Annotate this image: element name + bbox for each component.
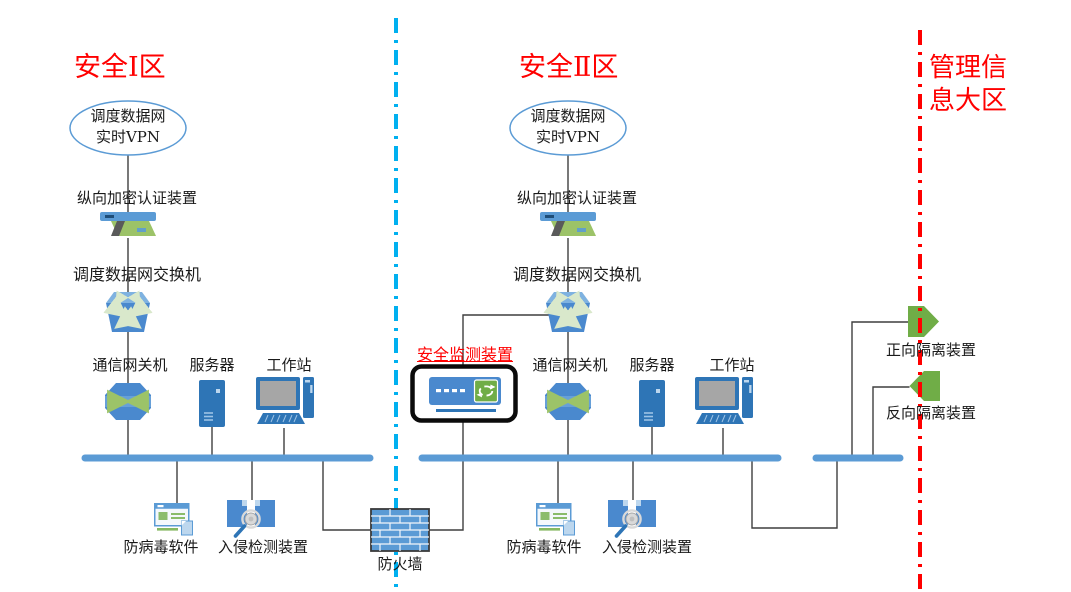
firewall-label: 防火墙	[377, 555, 423, 573]
antivirus-icon-zone2	[535, 502, 576, 536]
forward-isolation-label: 正向隔离装置	[885, 341, 976, 359]
zone1-title: 安全Ⅰ区	[74, 52, 166, 83]
workstation-icon-zone1	[255, 376, 315, 425]
zone2-workstation-label: 工作站	[709, 356, 755, 374]
antivirus-icon-zone1	[153, 502, 194, 536]
firewall-icon	[370, 508, 430, 552]
workstation-icon-zone2	[694, 376, 754, 425]
zone2-gateway-label: 通信网关机	[532, 356, 608, 374]
zone2-server-label: 服务器	[629, 356, 675, 374]
security-monitor-label: 安全监测装置	[416, 345, 513, 364]
zone1-ids-label: 入侵检测装置	[217, 538, 308, 556]
zone1-cloud-label: 调度数据网 实时VPN	[90, 107, 166, 146]
ids-icon-zone1	[225, 498, 277, 538]
zone3-title: 管理信息大区	[929, 53, 1008, 116]
switch-icon-zone2	[546, 292, 590, 332]
encryption-device-icon-zone2	[540, 212, 596, 236]
ids-icon-zone2	[606, 498, 658, 538]
vpn-cloud-zone2	[509, 100, 627, 156]
security-monitor-device	[410, 364, 518, 423]
zone1-workstation-label: 工作站	[266, 356, 312, 374]
reverse-isolation-icon	[909, 371, 940, 401]
connector-lines	[127, 155, 910, 531]
zone2-cloud-label: 调度数据网 实时VPN	[530, 107, 606, 146]
encryption-device-icon-zone1	[100, 212, 156, 236]
zone2-antivirus-label: 防病毒软件	[506, 538, 582, 556]
zone2-encryption-label: 纵向加密认证装置	[516, 189, 637, 207]
zone1-server-label: 服务器	[189, 356, 235, 374]
zone2-switch-label: 调度数据网交换机	[512, 265, 641, 284]
zone1-antivirus-label: 防病毒软件	[123, 538, 199, 556]
zone1-encryption-label: 纵向加密认证装置	[76, 189, 197, 207]
zone2-ids-label: 入侵检测装置	[601, 538, 692, 556]
gateway-icon-zone2	[545, 383, 591, 420]
vpn-cloud-zone1	[69, 100, 187, 156]
gateway-icon-zone1	[105, 383, 151, 420]
reverse-isolation-label: 反向隔离装置	[885, 404, 976, 422]
sync-icon	[476, 384, 496, 398]
forward-isolation-icon	[908, 306, 939, 337]
zone2-title: 安全Ⅱ区	[519, 52, 619, 83]
server-icon-zone2	[638, 379, 666, 428]
zone1-gateway-label: 通信网关机	[92, 356, 168, 374]
switch-icon-zone1	[106, 292, 150, 332]
zone1-switch-label: 调度数据网交换机	[72, 265, 201, 284]
server-icon-zone1	[198, 379, 226, 428]
